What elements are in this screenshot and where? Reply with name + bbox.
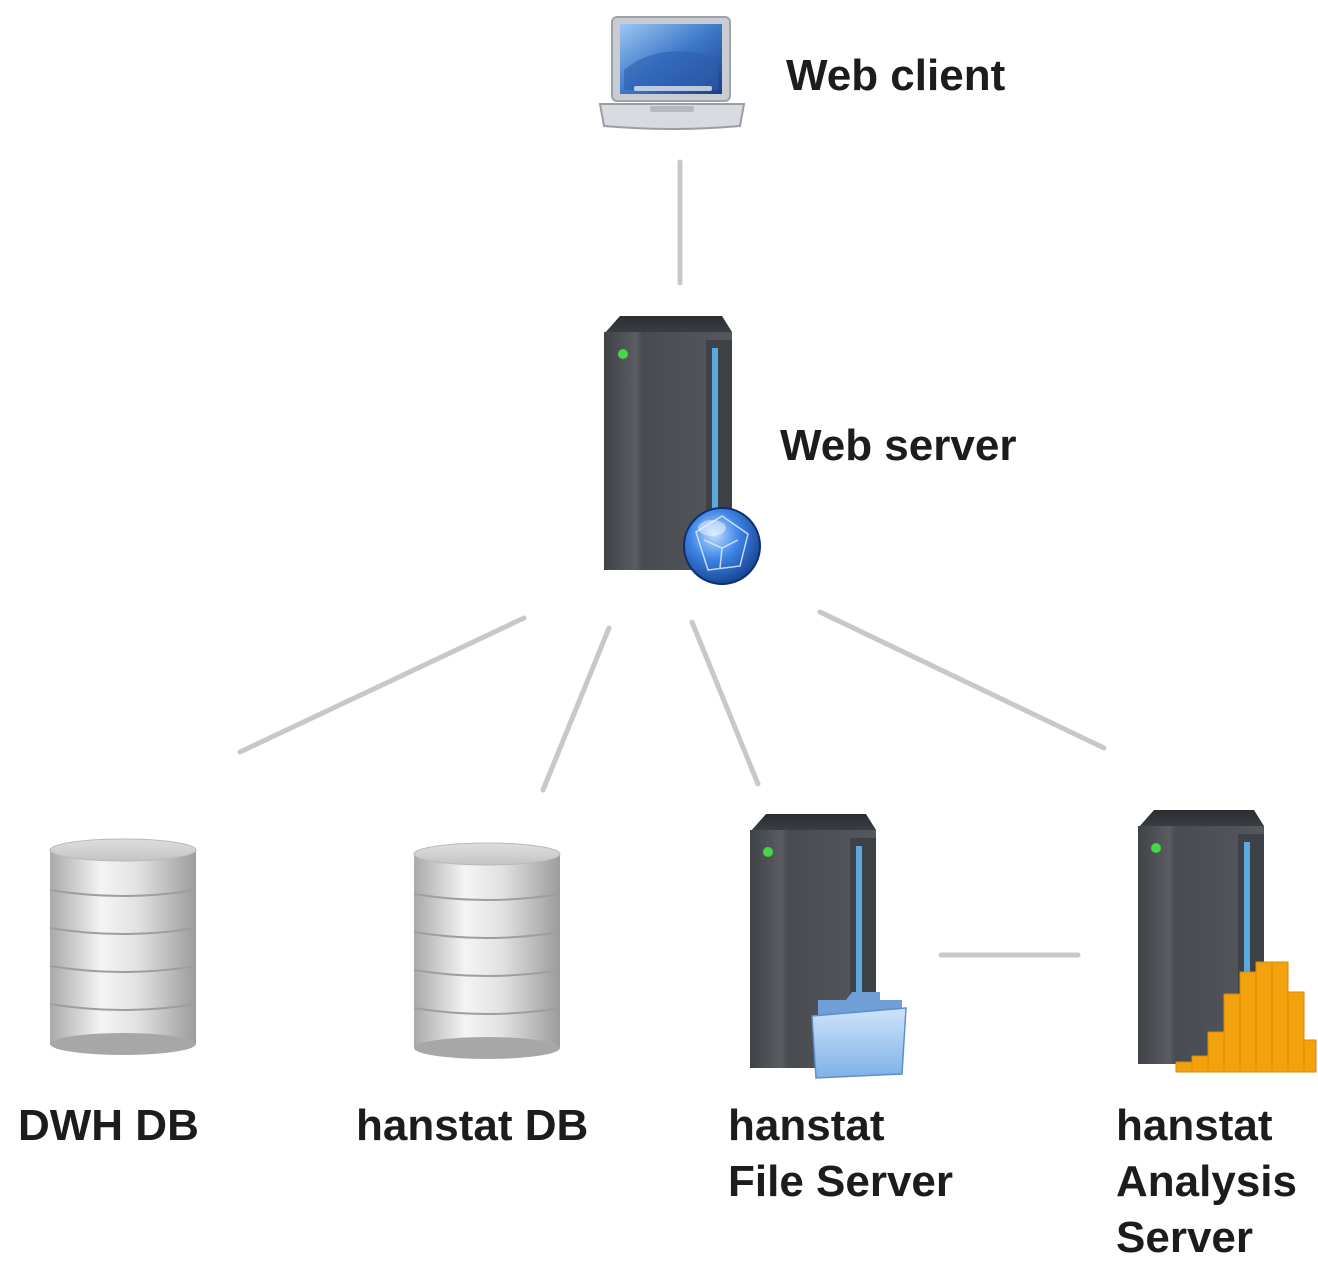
label-line: File Server	[728, 1157, 954, 1206]
connector-webserver-file-server	[689, 619, 761, 787]
hanstat-analysis-server-label: hanstat Analysis Server	[1116, 1098, 1297, 1266]
connector-webserver-analysis-server	[817, 609, 1107, 751]
server-folder-icon	[750, 814, 907, 1079]
label-line: hanstat	[728, 1101, 885, 1150]
connector-webserver-dwh-db	[237, 615, 527, 755]
dwh-db-label: DWH DB	[18, 1101, 199, 1150]
hanstat-file-server-label: hanstat File Server	[728, 1098, 953, 1210]
server-globe-icon	[604, 316, 761, 585]
label-line: Analysis	[1116, 1157, 1297, 1206]
label-line: hanstat	[1116, 1101, 1273, 1150]
database-icon	[413, 842, 561, 1059]
histogram-icon	[1175, 961, 1317, 1073]
server-chart-icon	[1138, 810, 1317, 1073]
connectors	[237, 159, 1107, 958]
database-icon	[49, 838, 197, 1055]
web-server-label: Web server	[780, 421, 1017, 470]
globe-icon	[683, 507, 761, 585]
folder-icon	[811, 992, 907, 1079]
label-line: Server	[1116, 1213, 1254, 1262]
web-client-label: Web client	[786, 51, 1006, 100]
laptop-icon	[598, 16, 746, 130]
hanstat-db-label: hanstat DB	[356, 1101, 589, 1150]
connector-webserver-hanstat-db	[540, 625, 612, 793]
